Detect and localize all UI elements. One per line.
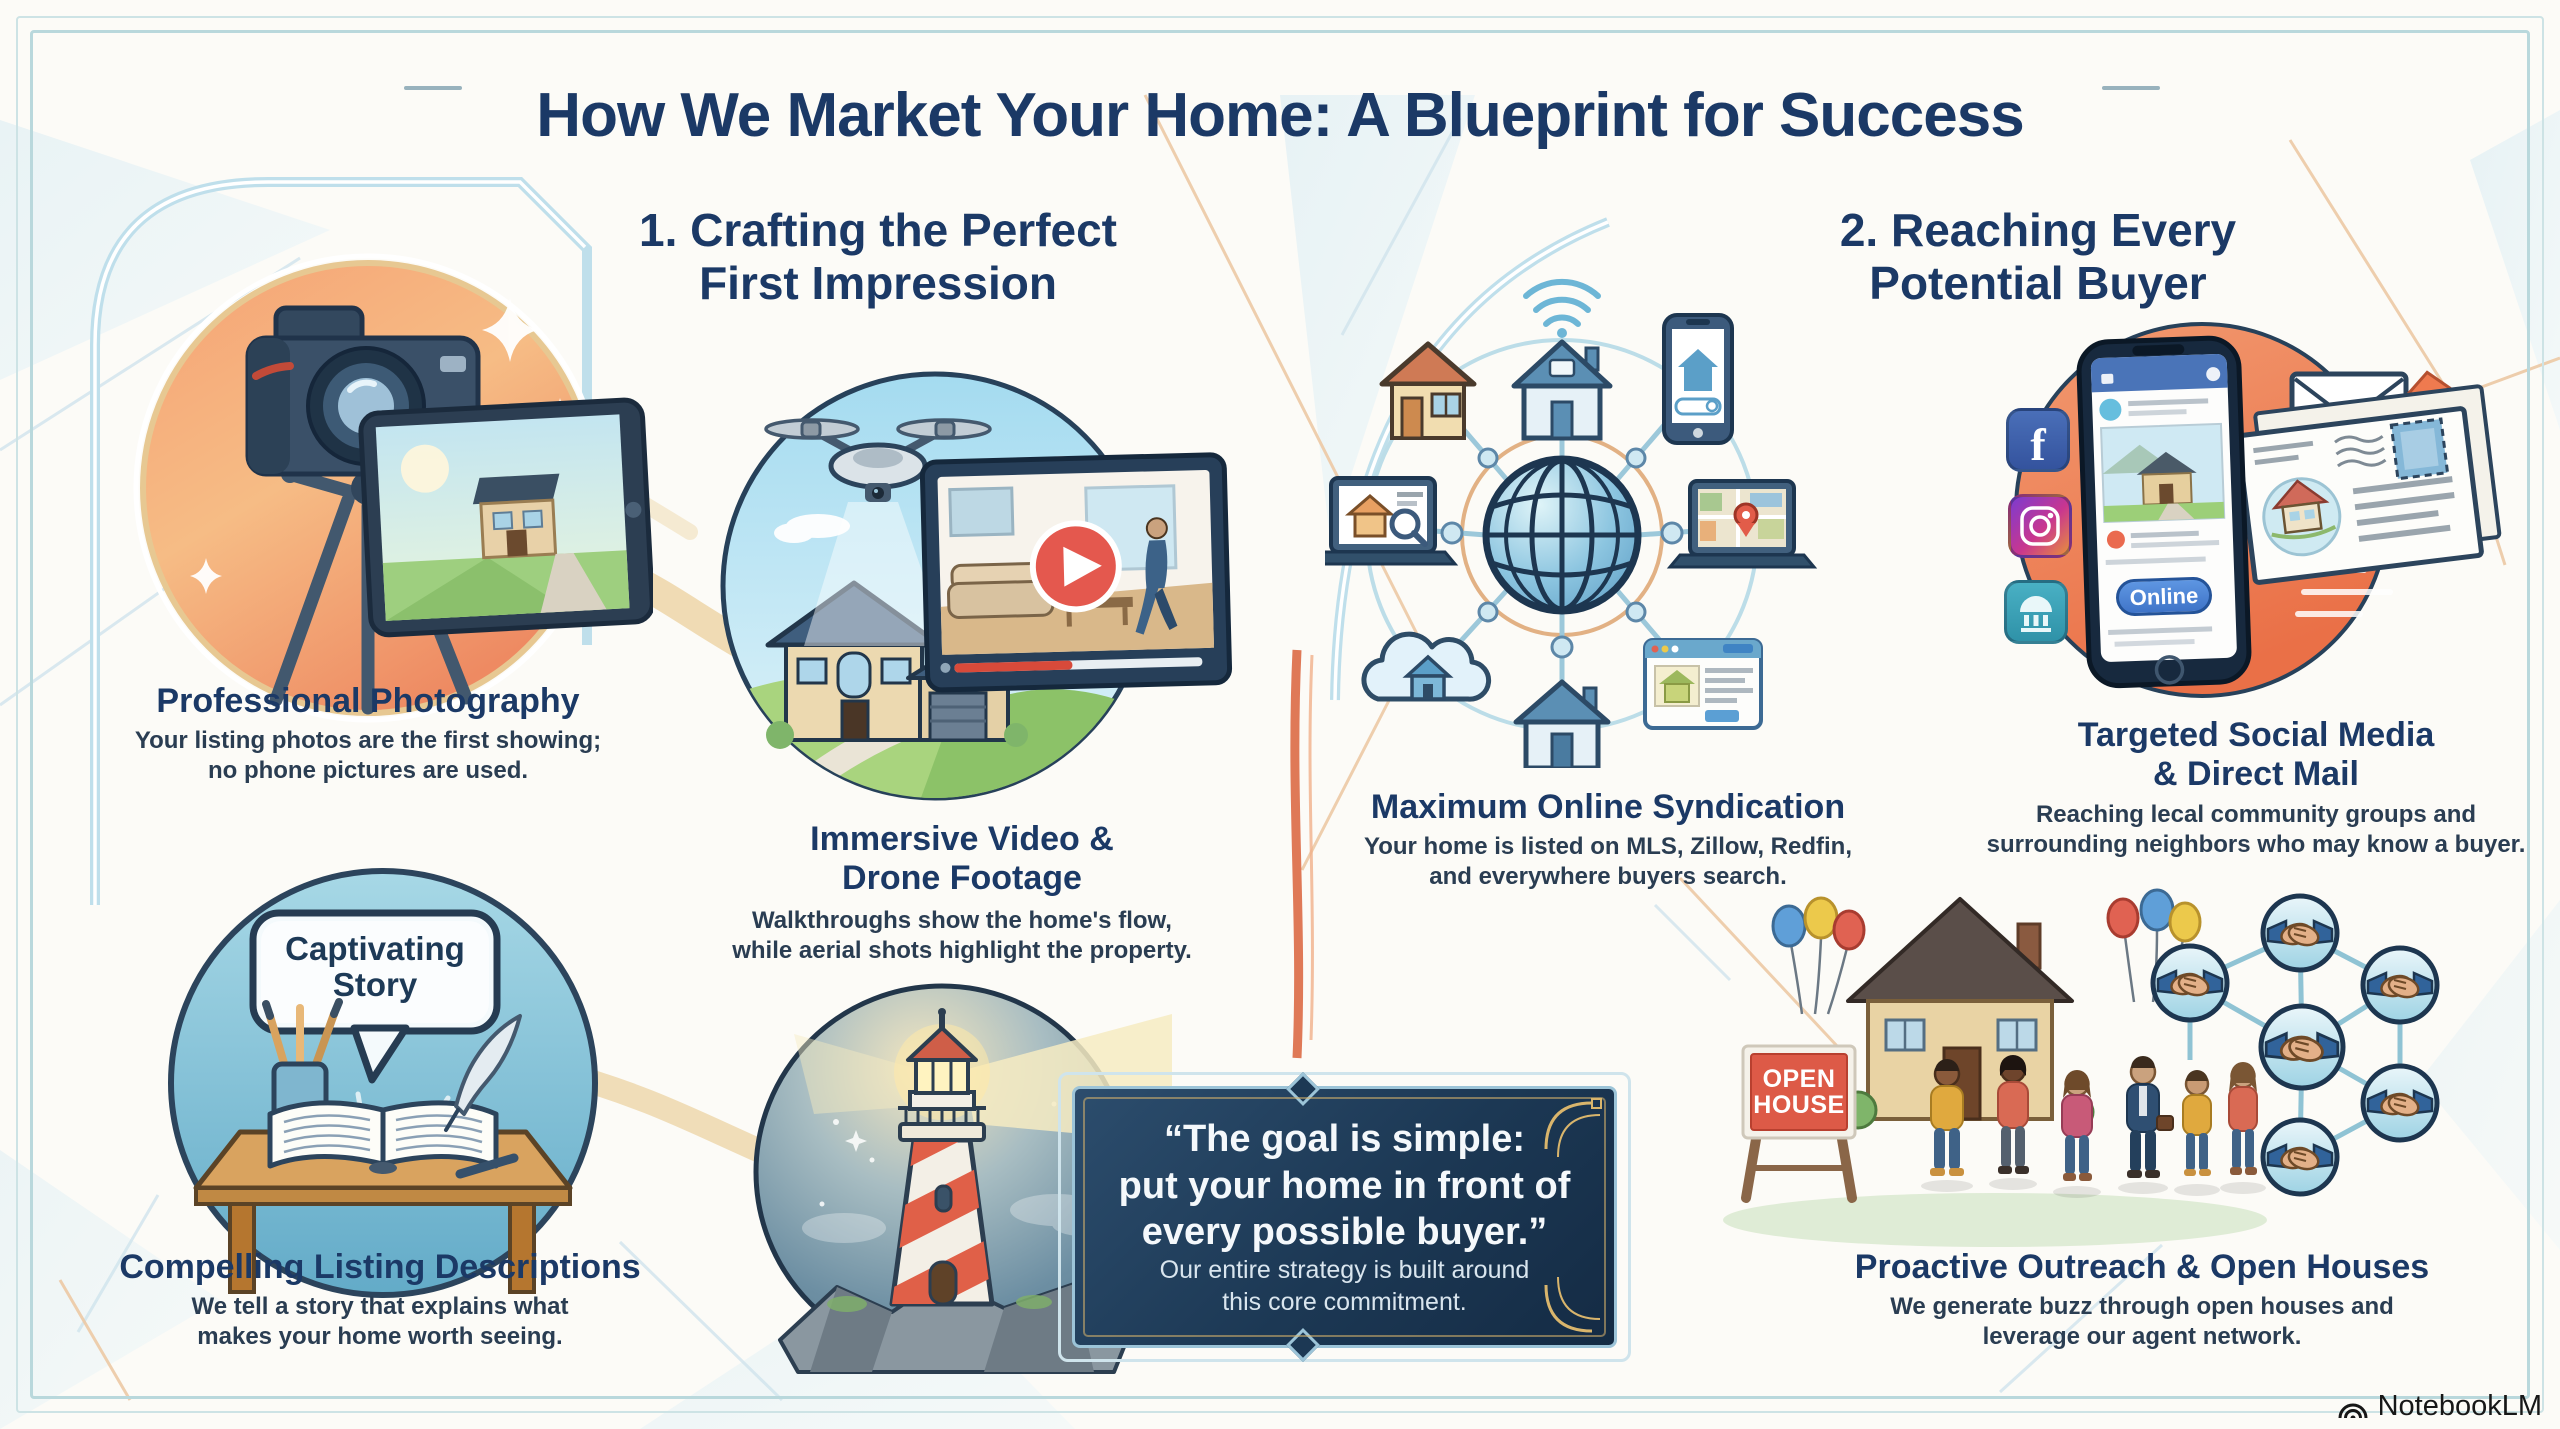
wifi-house-icon: [1511, 278, 1613, 441]
video-drone-illustration: [700, 358, 1255, 828]
page-title: How We Market Your Home: A Blueprint for…: [536, 80, 2024, 150]
smartphone-listing-icon: [1662, 313, 1734, 445]
tablet-house-photo-icon: [358, 397, 653, 638]
cloud-house-icon: [1361, 631, 1492, 702]
open-house-scene-icon: [1723, 888, 2267, 1247]
quote-line: every possible buyer.”: [1141, 1210, 1548, 1253]
social-body: Reaching lecal community groups and surr…: [1986, 801, 2526, 858]
social-direct-mail-illustration: f Online: [1992, 312, 2532, 732]
postcard-stamp-icon: [2235, 370, 2502, 585]
photography-body: Your listing photos are the first showin…: [134, 727, 602, 784]
quote-panel: “The goal is simple: put your home in fr…: [1058, 1072, 1631, 1362]
globe-icon: [1482, 455, 1642, 615]
heading-line: 2. Reaching Every: [1839, 204, 2237, 256]
outreach-title: Proactive Outreach & Open Houses: [1854, 1248, 2430, 1286]
web-listing-icon: [1643, 638, 1763, 730]
laptop-map-icon: [1666, 479, 1818, 569]
dslr-camera-icon: [245, 305, 481, 477]
globe-network-icon: [1325, 278, 1818, 768]
story-desk-icon: [168, 868, 598, 1298]
speech-bubble-icon: [249, 909, 501, 1084]
house-icon: [765, 580, 1028, 749]
speech-bubble-text: Captivating Story: [285, 930, 465, 1004]
facebook-icon: f: [2006, 408, 2070, 472]
drone-video-icon: [720, 371, 1233, 801]
community-building-icon: [2004, 580, 2068, 644]
people-icons: [1921, 1055, 2266, 1198]
camera-tripod-tablet-icon: [133, 253, 653, 723]
house-icon: [1379, 341, 1477, 440]
professional-photography-illustration: [128, 238, 653, 743]
house-icon: [1838, 897, 2095, 1130]
smartphone-feed-icon: [2076, 335, 2252, 689]
social-title: Targeted Social Media & Direct Mail: [2077, 716, 2435, 793]
syndication-title: Maximum Online Syndication: [1370, 788, 1846, 826]
lighthouse-icon: [753, 983, 1172, 1374]
online-button: Online: [2115, 576, 2213, 617]
quill-icon: [444, 1014, 522, 1132]
pen-icon: [455, 1153, 519, 1179]
listing-descriptions-illustration: Captivating Story: [158, 858, 608, 1310]
section2-heading: 2. Reaching Every Potential Buyer: [1840, 204, 2236, 311]
section1-heading: 1. Crafting the Perfect First Impression: [639, 204, 1117, 311]
handshake-network-icon: [2150, 893, 2440, 1197]
quote-line: put your home in front of: [1118, 1164, 1571, 1207]
heading-line: 1. Crafting the Perfect: [639, 204, 1117, 256]
descriptions-title: Compelling Listing Descriptions: [119, 1248, 641, 1286]
video-title: Immersive Video & Drone Footage: [810, 820, 1114, 897]
open-house-illustration: OPEN HOUSE: [1715, 878, 2275, 1253]
descriptions-body: We tell a story that explains what makes…: [191, 1293, 569, 1350]
quote-subline: Our entire strategy is built around: [1159, 1256, 1530, 1285]
online-syndication-illustration: [1325, 168, 1890, 768]
lighthouse-illustration: [752, 972, 1172, 1412]
quote-subline: this core commitment.: [1222, 1287, 1467, 1316]
instagram-icon: [2008, 494, 2072, 558]
agent-network-illustration: [2150, 885, 2540, 1215]
open-book-icon: [267, 1100, 499, 1174]
heading-line: First Impression: [699, 257, 1057, 310]
syndication-body: Your home is listed on MLS, Zillow, Redf…: [1363, 833, 1853, 890]
balloons-icon: [1771, 896, 1866, 1015]
social-media-icon-group: [2014, 322, 2502, 698]
notebooklm-logo-icon: [2338, 1403, 2368, 1418]
open-house-sign-text: OPEN HOUSE: [1753, 1064, 1845, 1119]
title-right-dash: [2102, 86, 2160, 90]
gold-corner-ornament-icon: [1544, 1276, 1601, 1333]
video-player-icon: [919, 452, 1233, 693]
title-left-dash: [404, 86, 462, 90]
photography-title: Professional Photography: [156, 682, 580, 720]
outreach-body: We generate buzz through open houses and…: [1890, 1293, 2394, 1350]
watermark: NotebookLM: [2336, 1390, 2542, 1423]
walking-person-icon: [1135, 517, 1178, 635]
rocks-icon: [778, 1276, 1128, 1374]
quote-outer-border: [1058, 1072, 1631, 1362]
quote-line: “The goal is simple:: [1163, 1118, 1526, 1161]
watermark-label: NotebookLM: [2377, 1390, 2542, 1422]
heading-line: Potential Buyer: [1869, 257, 2207, 310]
quote-box: “The goal is simple: put your home in fr…: [1072, 1072, 1617, 1362]
video-body: Walkthroughs show the home's flow, while…: [732, 907, 1192, 964]
open-house-sign-icon: [1741, 1044, 1857, 1203]
laptop-search-icon: [1325, 476, 1459, 566]
gold-corner-ornament-icon: [1544, 1098, 1602, 1158]
house-icon: [1513, 679, 1611, 768]
